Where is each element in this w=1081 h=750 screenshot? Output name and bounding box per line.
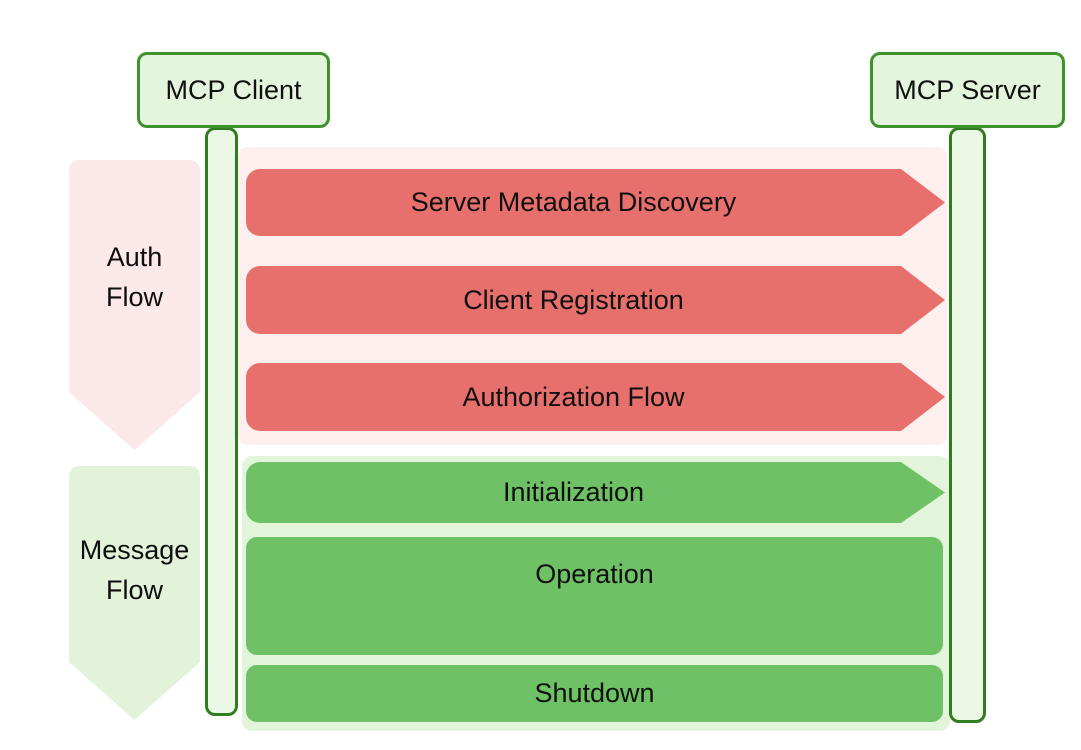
arrow-client-registration: Client Registration xyxy=(246,266,945,334)
mcp-server-title: MCP Server xyxy=(894,74,1041,105)
auth-flow-label-line2: Flow xyxy=(105,281,163,312)
box-operation: Operation xyxy=(246,537,943,655)
box-shutdown: Shutdown xyxy=(246,665,943,722)
mcp-client-lifeline xyxy=(205,127,238,716)
arrow-authorization-flow: Authorization Flow xyxy=(246,363,945,431)
message-flow-label-line2: Flow xyxy=(105,575,163,605)
arrow-initialization: Initialization xyxy=(246,462,945,523)
arrow-label: Client Registration xyxy=(463,284,684,315)
box-label: Operation xyxy=(535,559,654,589)
message-flow-section-label: Message Flow xyxy=(69,466,200,720)
arrow-label: Initialization xyxy=(502,477,645,507)
arrow-label: Server Metadata Discovery xyxy=(410,187,737,217)
arrow-label: Authorization Flow xyxy=(462,381,685,412)
mcp-server-lifeline xyxy=(949,127,986,723)
mcp-client-title: MCP Client xyxy=(165,74,302,105)
box-label: Shutdown xyxy=(534,678,655,708)
auth-flow-label-line1: Auth xyxy=(106,241,163,272)
arrow-server-metadata-discovery: Server Metadata Discovery xyxy=(246,169,945,236)
message-flow-label-line1: Message xyxy=(79,535,190,565)
mcp-server-title-box: MCP Server xyxy=(870,52,1065,128)
auth-flow-section-label: Auth Flow xyxy=(69,160,200,450)
mcp-client-title-box: MCP Client xyxy=(137,52,330,128)
